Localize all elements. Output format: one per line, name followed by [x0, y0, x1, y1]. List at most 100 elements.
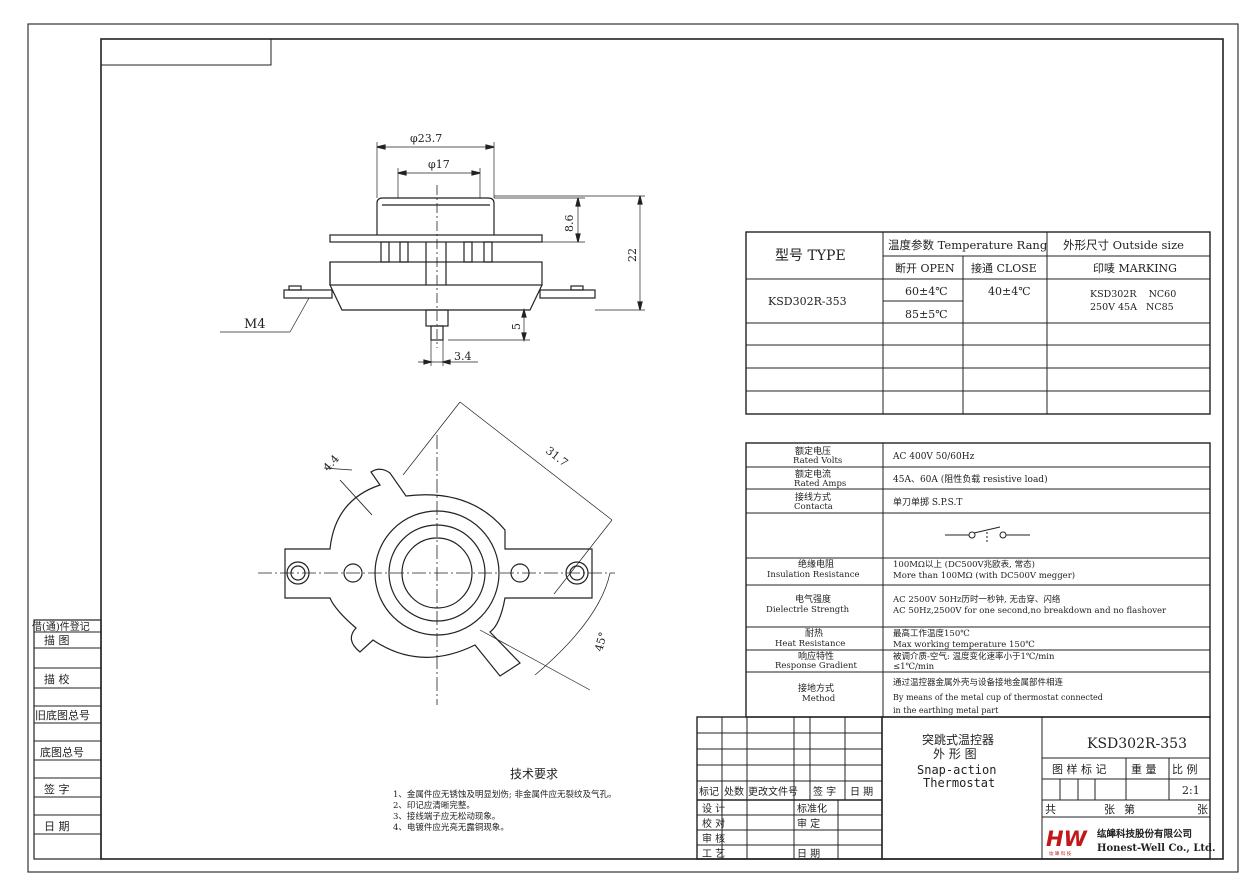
- rating-label-cn: 额定电压: [795, 445, 831, 457]
- dim-outer-diameter: φ23.7: [410, 132, 442, 145]
- rating-label-en: Method: [802, 694, 836, 704]
- title-scale-label: 比 例: [1172, 762, 1198, 776]
- rating-value: 单刀单掷 S.P.S.T: [893, 496, 962, 508]
- title-scale-value: 2:1: [1182, 784, 1200, 797]
- rating-label-cn: 电气强度: [795, 593, 831, 605]
- spec-marking-line-1: KSD302R NC60: [1090, 289, 1176, 300]
- rating-label-en: Response Gradient: [775, 661, 858, 671]
- rating-row-contacts: 接线方式 Contacta 单刀单掷 S.P.S.T: [794, 491, 962, 512]
- rating-label-en: Heat Resistance: [775, 639, 845, 649]
- rating-row-amps: 额定电流 Rated Amps 45A、60A (阻性负载 resistive …: [794, 468, 1048, 489]
- left-strip-old-base: 旧底图总号: [35, 708, 90, 722]
- rating-value: 45A、60A (阻性负载 resistive load): [893, 473, 1048, 485]
- rating-label-en: Rated Volts: [793, 456, 842, 466]
- rating-value: AC 2500V 50Hz历时一秒钟, 无击穿、闪络: [892, 594, 1061, 605]
- spec-open-value-2: 85±5℃: [905, 308, 948, 321]
- company-logo: HW 纮 皞 科 技: [1046, 827, 1088, 857]
- rating-value-en: Max working temperature 150℃: [893, 640, 1035, 650]
- rating-value-en: By means of the metal cup of thermostat …: [893, 693, 1103, 702]
- revision-standard: 标准化: [797, 802, 827, 815]
- revision-header-mark: 标记: [699, 786, 719, 798]
- title-name-cn-1: 突跳式温控器: [922, 732, 994, 747]
- rating-row-dielectric: 电气强度 Dielectrle Strength AC 2500V 50Hz历时…: [766, 593, 1167, 616]
- rating-label-cn: 接线方式: [795, 491, 831, 503]
- revision-check: 校 对: [702, 817, 725, 830]
- tech-req-item: 3、接线端子应无松动现象。: [393, 811, 500, 822]
- title-block-grid: [881, 716, 1211, 860]
- title-sheet-unit-2: 张: [1197, 803, 1208, 816]
- outer-border: [27, 23, 1239, 873]
- title-name-cn-2: 外 形 图: [933, 747, 977, 761]
- spec-type-label: 型号 TYPE: [775, 248, 846, 264]
- rating-value: AC 400V 50/60Hz: [892, 452, 975, 462]
- revision-header-doc: 更改文件号: [748, 785, 798, 798]
- rating-label-cn: 额定电流: [795, 468, 831, 480]
- spec-model: KSD302R-353: [768, 295, 847, 308]
- company-name-en: Honest-Well Co., Ltd.: [1097, 843, 1215, 854]
- title-weight-label: 重 量: [1131, 762, 1157, 776]
- revision-header-date: 日 期: [850, 786, 873, 798]
- spec-temp-header: 温度参数 Temperature Rang: [888, 238, 1048, 252]
- revision-approve: 审 定: [797, 817, 820, 830]
- spec-marking-header: 印唛 MARKING: [1093, 262, 1177, 275]
- dim-pin-height: 5: [510, 323, 523, 330]
- revision-review: 审 核: [702, 832, 725, 845]
- spec-close-value: 40±4℃: [988, 285, 1031, 298]
- spec-open-value-1: 60±4℃: [905, 285, 948, 298]
- plan-view: [258, 401, 615, 705]
- revision-header-count: 处数: [724, 785, 744, 798]
- left-strip-borrow: 借(通)件登记: [32, 620, 90, 633]
- rating-label-en: Contacta: [794, 502, 833, 512]
- left-strip-trace-check: 描 校: [44, 672, 70, 686]
- dim-inner-diameter: φ17: [428, 158, 450, 171]
- corner-box: [100, 38, 272, 66]
- dim-total-height: 22: [626, 248, 639, 262]
- rating-value: 通过温控器金属外壳与设备接地金属部件相连: [893, 677, 1064, 688]
- left-strip-date: 日 期: [44, 820, 70, 833]
- rating-row-heat: 耐热 Heat Resistance 最高工作温度150℃ Max workin…: [775, 627, 1035, 650]
- spec-outside-header: 外形尺寸 Outside size: [1063, 238, 1184, 252]
- logo-mark: HW: [1046, 827, 1088, 851]
- revision-grid: [696, 716, 883, 860]
- rating-value: 被调介质-空气: 温度变化速率小于1℃/min: [893, 651, 1055, 662]
- title-name-en-2: Thermostat: [923, 776, 995, 790]
- spec-marking-line-2: 250V 45A NC85: [1090, 302, 1174, 313]
- tech-req-item: 2、印记应清晰完整。: [393, 800, 475, 811]
- logo-subtext: 纮 皞 科 技: [1049, 850, 1072, 857]
- company-name-cn: 纮皞科技股份有限公司: [1097, 828, 1192, 840]
- rating-label-cn: 接地方式: [798, 682, 834, 694]
- revision-header-sign: 签 字: [813, 785, 836, 798]
- switch-symbol-icon: [945, 526, 1030, 544]
- dim-plan-span: 31.7: [543, 444, 570, 469]
- spec-table-grid: [745, 231, 1211, 415]
- rating-label-en: Rated Amps: [794, 479, 846, 489]
- rating-row-volts: 额定电压 Rated Volts AC 400V 50/60Hz: [793, 445, 975, 466]
- left-strip-trace: 描 图: [44, 633, 70, 647]
- title-model: KSD302R-353: [1087, 736, 1187, 752]
- rating-value-en: AC 50Hz,2500V for one second,no breakdow…: [892, 606, 1167, 616]
- tech-req-title: 技术要求: [510, 767, 558, 781]
- rating-value-en: ≤1℃/min: [893, 662, 935, 672]
- rating-label-cn: 耐热: [805, 627, 823, 639]
- spec-open-header: 断开 OPEN: [895, 261, 955, 275]
- left-strip-sign: 签 字: [44, 782, 70, 796]
- tech-req-item: 4、电镀件应光亮无露铜现象。: [393, 822, 509, 833]
- rating-value: 最高工作温度150℃: [893, 628, 970, 639]
- rating-label-en: Dielectrle Strength: [766, 605, 850, 615]
- rating-value-en-2: in the earthing metal part: [893, 706, 999, 715]
- title-drawing-mark-label: 图 样 标 记: [1052, 762, 1107, 776]
- tech-req-item: 1、金属件应无锈蚀及明显划伤; 非金属件应无裂纹及气孔。: [393, 789, 616, 800]
- left-strip-base-no: 底图总号: [40, 745, 84, 759]
- title-sheet-unit: 张: [1104, 803, 1115, 816]
- rating-value: 100MΩ以上 (DC500V兆欧表, 常态): [893, 559, 1035, 570]
- left-strip-grid: [33, 619, 102, 860]
- rating-row-insulation: 绝缘电阻 Insulation Resistance 100MΩ以上 (DC50…: [767, 558, 1075, 581]
- revision-date: 日 期: [797, 848, 820, 860]
- rating-label-cn: 绝缘电阻: [798, 558, 834, 570]
- revision-craft: 工 艺: [702, 848, 725, 860]
- dim-pin-width: 3.4: [454, 350, 472, 363]
- title-sheet-total: 共: [1045, 803, 1056, 816]
- spec-close-header: 接通 CLOSE: [971, 262, 1037, 275]
- dim-plan-width: 4.4: [321, 452, 342, 474]
